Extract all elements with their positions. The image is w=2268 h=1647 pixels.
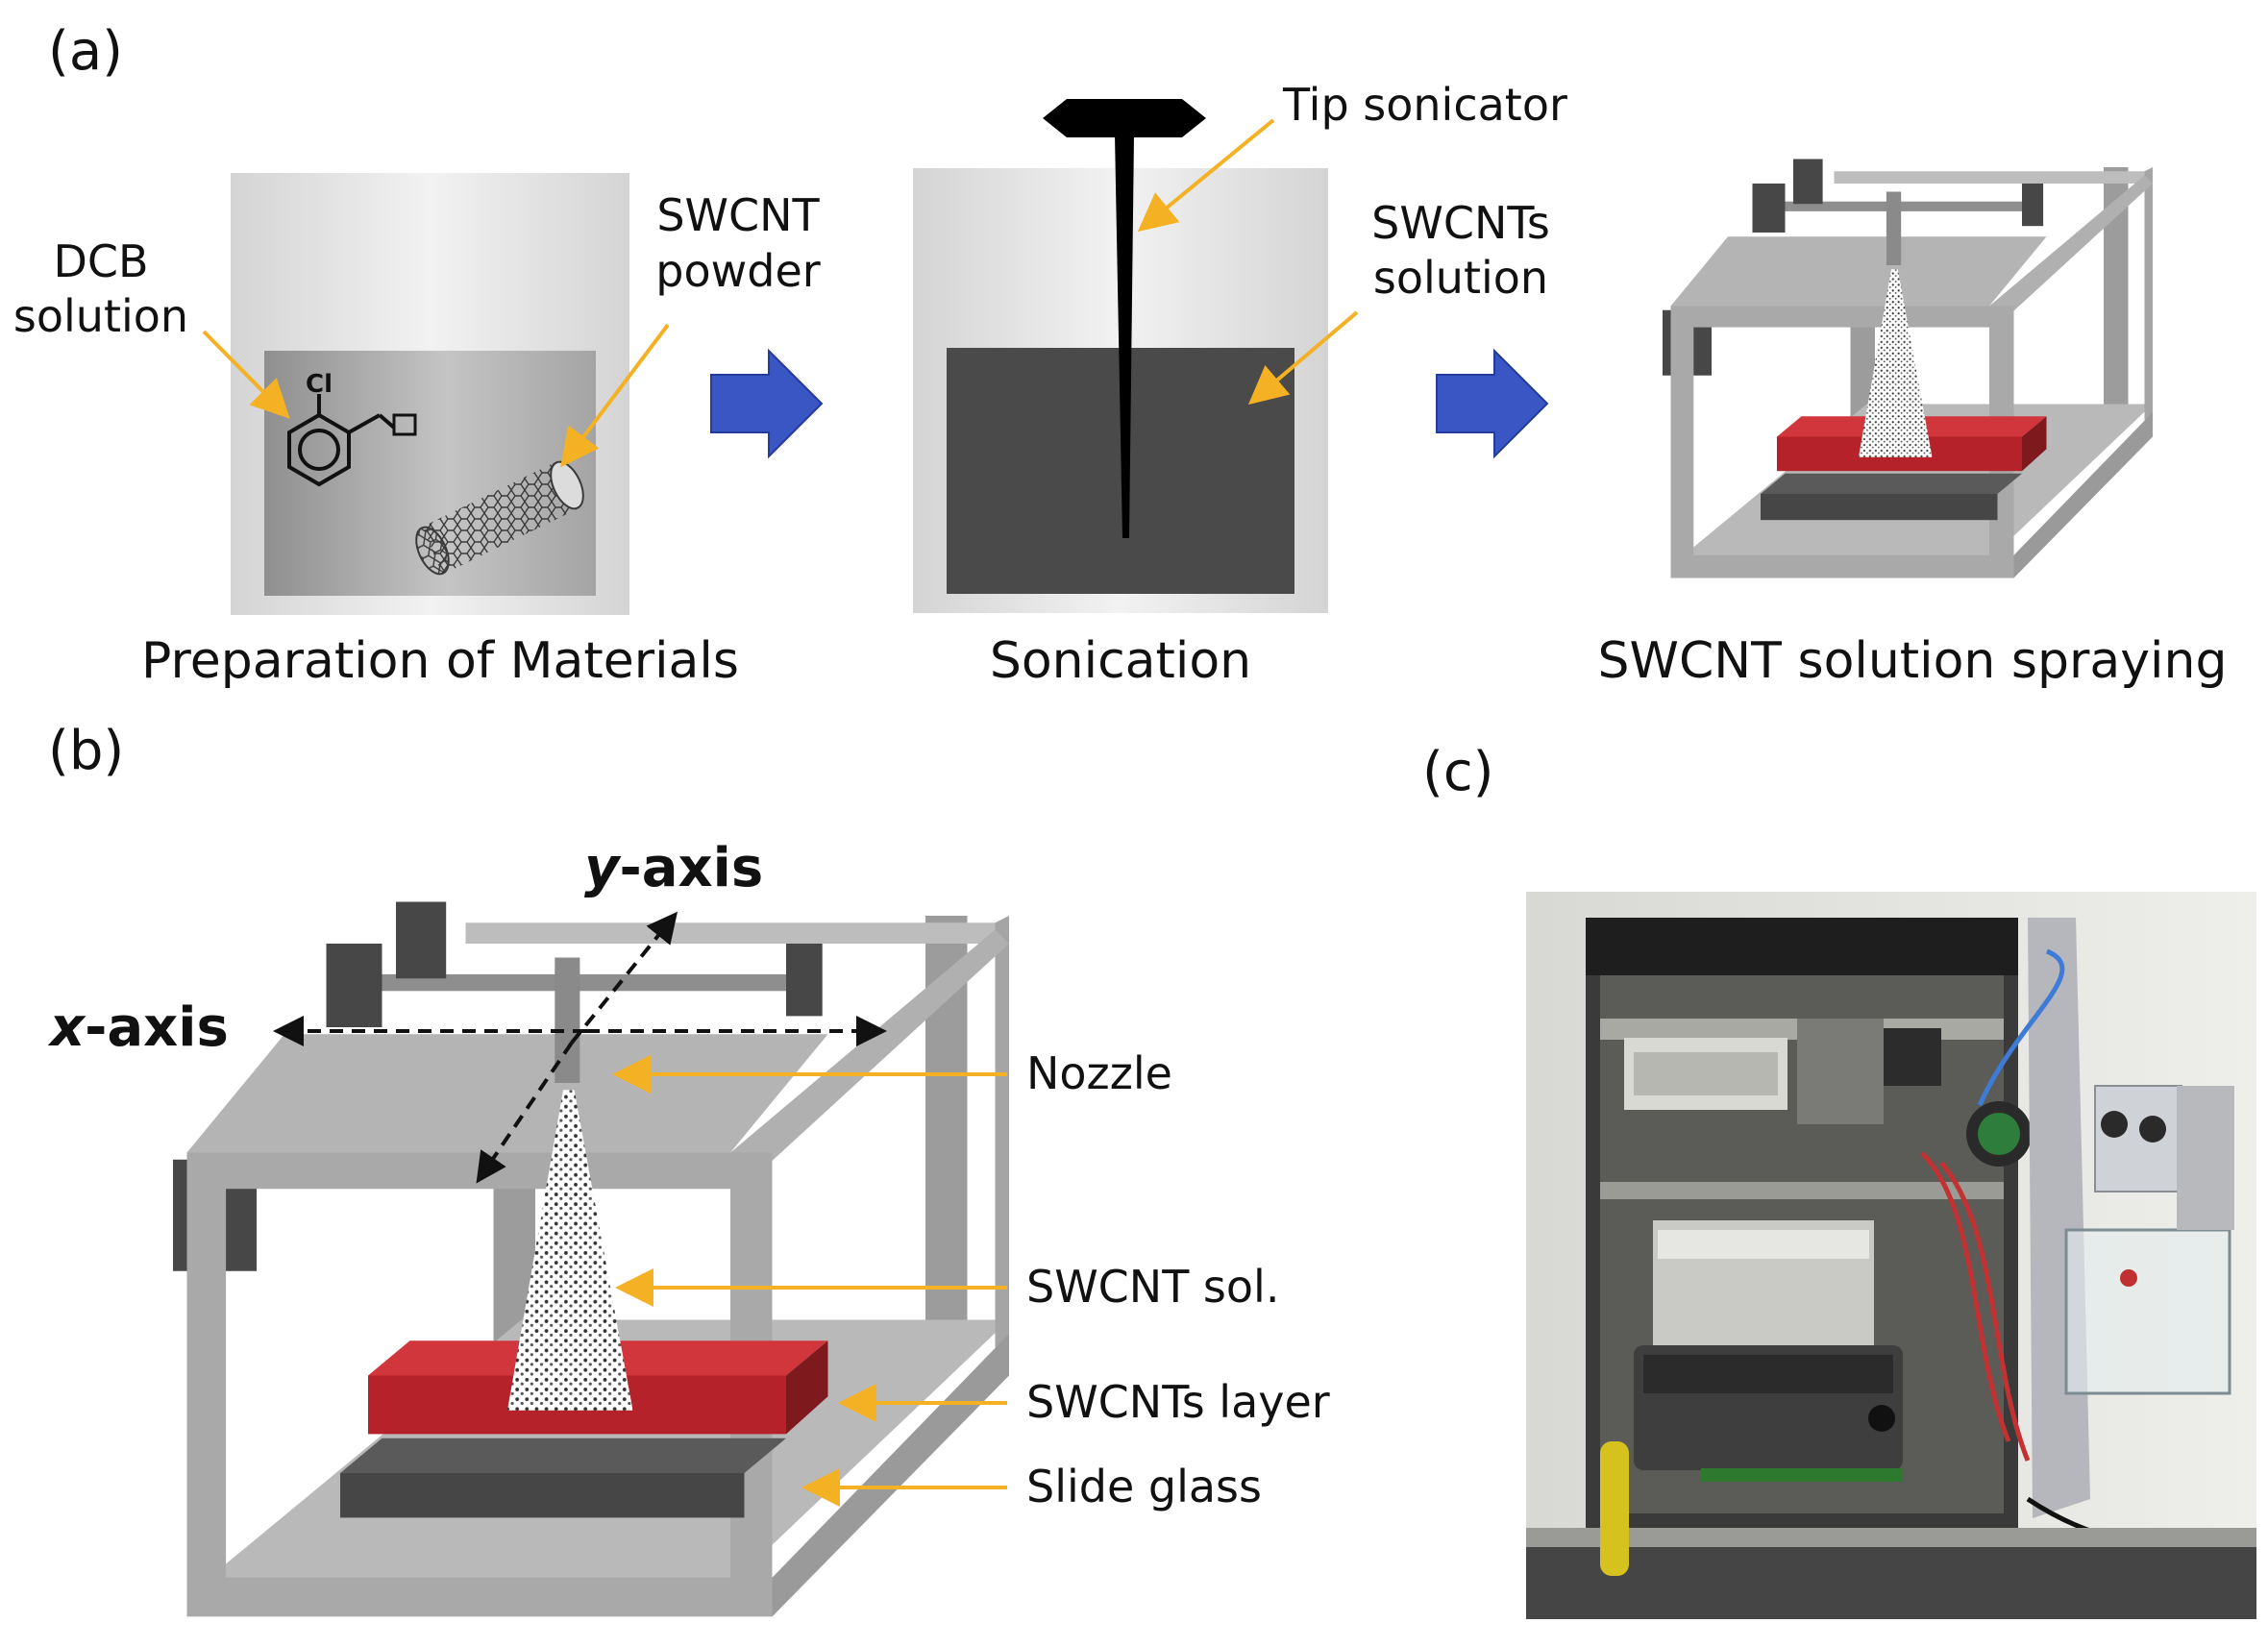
panel-a-label: (a) — [48, 20, 123, 83]
x-axis-label: x-axis — [47, 996, 229, 1059]
y-axis-arrow-down — [476, 1041, 574, 1184]
powder-label-line2: powder — [655, 245, 820, 297]
sol-label: SWCNT sol. — [1026, 1261, 1279, 1313]
y-axis-label: y-axis — [584, 837, 763, 899]
tip-sonicator-label: Tip sonicator — [1282, 79, 1567, 131]
tip-sonicator-callout-arrow — [1137, 118, 1275, 233]
solution-label-line2: solution — [1373, 252, 1548, 304]
tip-sonicator-icon — [1043, 99, 1206, 538]
dcb-label-line1: DCB — [53, 235, 148, 287]
solution-callout-arrow — [1247, 310, 1359, 406]
swcnt-tube-icon — [415, 460, 584, 576]
panel-c-label: (c) — [1422, 741, 1493, 803]
dcb-label-line2: solution — [13, 290, 188, 342]
process-arrow-1 — [710, 348, 824, 459]
spray-setup-small — [1663, 159, 2153, 578]
powder-label-line1: SWCNT — [656, 189, 820, 241]
setup-photo — [1526, 892, 2256, 1619]
nozzle-label: Nozzle — [1026, 1047, 1172, 1099]
caption-preparation: Preparation of Materials — [141, 632, 739, 690]
layer-label: SWCNTs layer — [1026, 1376, 1330, 1428]
caption-sonication: Sonication — [990, 632, 1251, 690]
glass-label: Slide glass — [1026, 1461, 1262, 1512]
dcb-molecule-icon — [287, 394, 396, 487]
process-arrow-2 — [1436, 348, 1549, 459]
dcb-callout-arrow — [202, 330, 290, 419]
spray-setup-large — [173, 901, 1009, 1617]
powder-callout-arrow — [560, 323, 670, 468]
y-axis-arrow-up — [570, 911, 678, 1045]
panel-b-label: (b) — [48, 720, 124, 782]
dcb-cl-substituent — [392, 413, 417, 436]
solution-label-line1: SWCNTs — [1371, 197, 1550, 249]
dcb-cl-label: Cl — [306, 370, 333, 399]
caption-spraying: SWCNT solution spraying — [1598, 632, 2228, 690]
